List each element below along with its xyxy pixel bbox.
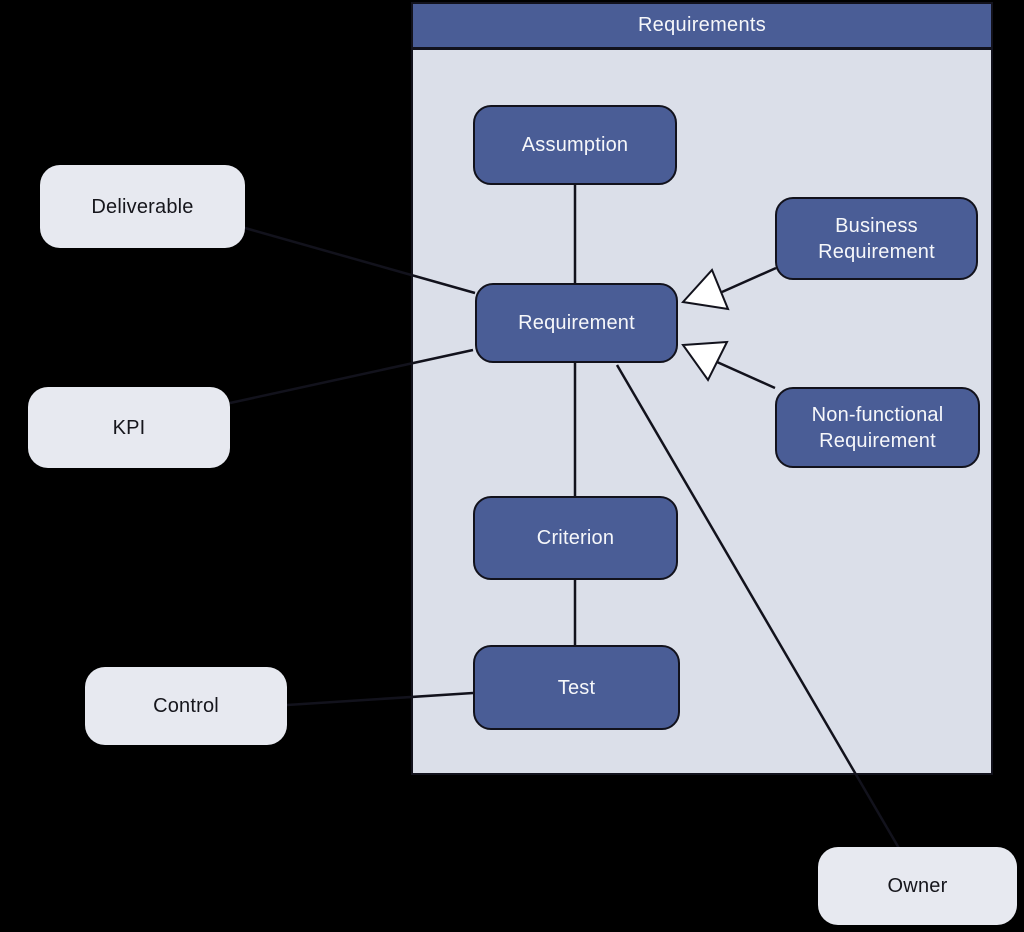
- node-requirement-label: Requirement: [518, 312, 635, 334]
- generalization-arrowhead-nonfunctional-requirement: [681, 340, 729, 382]
- node-test-label: Test: [557, 676, 596, 699]
- node-kpi: KPI: [28, 387, 230, 468]
- node-business-requirement: Business Requirement: [775, 197, 978, 280]
- node-criterion-label: Criterion: [536, 527, 615, 549]
- node-deliverable-label: Deliverable: [91, 195, 194, 218]
- edge-business-requirement-generalization: [721, 266, 777, 294]
- node-criterion: Criterion: [473, 496, 678, 580]
- requirements-package-title: Requirements: [637, 14, 767, 36]
- requirements-package-header: Requirements: [413, 4, 991, 50]
- node-test: Test: [473, 645, 680, 730]
- node-owner-label: Owner: [887, 875, 948, 897]
- edge-requirement-deliverable: [244, 226, 476, 295]
- node-nonfunctional-requirement: Non-functional Requirement: [775, 387, 980, 468]
- node-control-label: Control: [153, 695, 219, 717]
- node-requirement: Requirement: [475, 283, 678, 363]
- edge-test-control: [286, 691, 474, 707]
- node-assumption: Assumption: [473, 105, 677, 185]
- edge-requirement-owner: [615, 364, 902, 851]
- edge-requirement-kpi: [229, 348, 474, 405]
- generalization-arrowhead-business-requirement: [681, 268, 730, 311]
- node-nonfunctional-requirement-label: Non-functional Requirement: [811, 403, 944, 452]
- node-business-requirement-label: Business Requirement: [818, 214, 935, 263]
- node-deliverable: Deliverable: [40, 165, 245, 248]
- edge-nonfunctional-requirement-generalization: [716, 360, 776, 390]
- node-kpi-label: KPI: [112, 416, 146, 439]
- node-assumption-label: Assumption: [521, 134, 629, 156]
- node-control: Control: [85, 667, 287, 745]
- node-owner: Owner: [818, 847, 1017, 925]
